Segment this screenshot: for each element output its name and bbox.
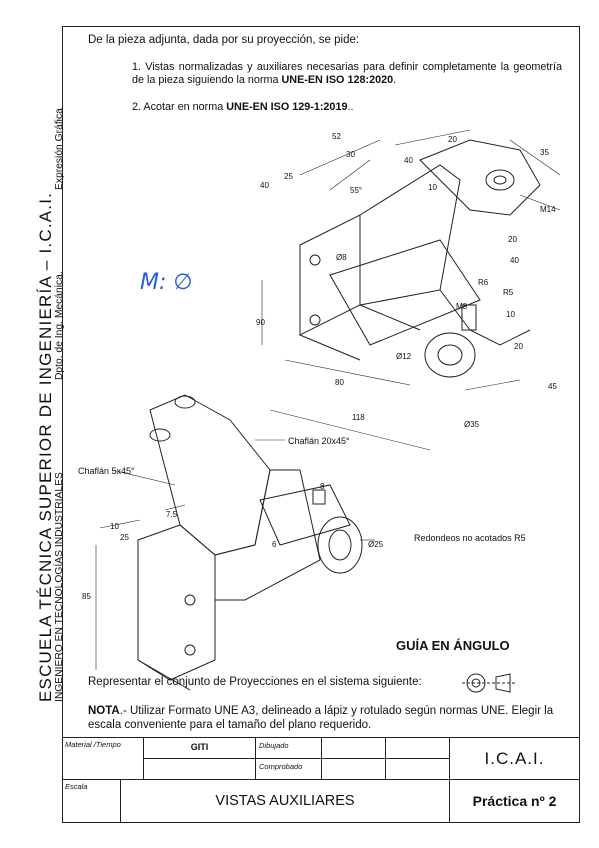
drawing-title: VISTAS AUXILIARES <box>215 793 355 809</box>
material-label: Material /Tiempo <box>65 740 121 749</box>
represent-text: Representar el conjunto de Proyecciones … <box>88 676 422 688</box>
dimension-label: 20 <box>514 342 523 351</box>
dimension-label: 40 <box>510 256 519 265</box>
title-block: Material /Tiempo GITI Dibujado Comprobad… <box>62 737 580 823</box>
escala-cell: Escala <box>62 779 121 823</box>
chaflan-5-label: Chaflán 5x45° <box>78 466 135 476</box>
chaflan-20-label: Chaflán 20x45° <box>288 436 350 446</box>
dimension-label: Ø12 <box>396 352 412 361</box>
practica-cell: Práctica nº 2 <box>449 779 580 823</box>
handwritten-scale-note: M: ∅ <box>140 270 193 295</box>
material-cell: Material /Tiempo <box>62 737 144 780</box>
dimension-label: 52 <box>332 132 341 141</box>
task-item-2-text: 2. Acotar en norma <box>132 101 227 113</box>
dimension-label: 30 <box>346 150 355 159</box>
dimension-label: 10 <box>506 310 515 319</box>
dimension-label: 25 <box>284 172 293 181</box>
material-value: GITI <box>190 742 209 752</box>
dimension-label: 10 <box>110 522 119 531</box>
dimension-label: 8 <box>320 482 325 491</box>
dimension-label: 55° <box>350 186 363 195</box>
dimension-label: 10 <box>428 183 437 192</box>
blank-cell <box>385 758 450 780</box>
task-item-1-end: . <box>393 74 397 86</box>
org-name: I.C.A.I. <box>484 749 545 768</box>
lower-dimensions <box>95 439 375 670</box>
dimension-label: 20 <box>448 135 457 144</box>
dibujado-cell: Dibujado <box>255 737 322 759</box>
blank-cell <box>385 737 450 759</box>
lower-piece-outline <box>137 394 363 691</box>
org-cell: I.C.A.I. <box>449 737 580 780</box>
comprobado-label: Comprobado <box>259 762 303 771</box>
dimension-label: Ø25 <box>368 540 384 549</box>
upper-dimensions <box>261 129 561 451</box>
dimension-label: M14 <box>540 205 556 214</box>
upper-piece-outline <box>299 139 541 378</box>
material-value-cell: GITI <box>143 737 256 759</box>
dimension-label: 45 <box>548 382 557 391</box>
guide-title: GUÍA EN ÁNGULO <box>396 638 510 653</box>
task-item-1-text: 1. Vistas normalizadas y auxiliares nece… <box>132 61 562 86</box>
intro-text: De la pieza adjunta, dada por su proyecc… <box>88 34 360 46</box>
dimension-label: 118 <box>352 413 365 422</box>
practica-label: Práctica nº 2 <box>472 793 557 809</box>
dimension-label: 90 <box>256 318 265 327</box>
comprobado-cell: Comprobado <box>255 758 322 780</box>
escala-label: Escala <box>65 782 88 791</box>
dimension-label: 80 <box>335 378 344 387</box>
task-item-2-norm: UNE-EN ISO 129-1:2019 <box>226 101 348 113</box>
blank-cell <box>321 737 386 759</box>
dibujado-label: Dibujado <box>259 741 289 750</box>
dimension-label: 35 <box>540 148 549 157</box>
task-item-2: 2. Acotar en norma UNE-EN ISO 129-1:2019… <box>132 101 353 114</box>
note-text: NOTA.- Utilizar Formato UNE A3, delinead… <box>88 704 558 732</box>
dimension-label: 6 <box>272 540 277 549</box>
dimension-label: 20 <box>508 235 517 244</box>
dimension-label: 40 <box>260 181 269 190</box>
dimension-label: 85 <box>82 592 91 601</box>
note-body: .- Utilizar Formato UNE A3, delineado a … <box>88 705 554 731</box>
dimension-label: 40 <box>404 156 413 165</box>
dimension-label: 25 <box>120 533 129 542</box>
dimension-label: Ø35 <box>464 420 480 429</box>
task-item-1-norm: UNE-EN ISO 128:2020 <box>281 74 394 86</box>
dimension-label: R5 <box>503 288 514 297</box>
dimension-label: R6 <box>478 278 489 287</box>
blank-cell <box>143 758 256 780</box>
task-item-2-end: .. <box>347 101 354 113</box>
blank-cell <box>321 758 386 780</box>
projection-symbol <box>462 673 516 693</box>
task-item-1: 1. Vistas normalizadas y auxiliares nece… <box>132 61 562 87</box>
redondeos-label: Redondeos no acotados R5 <box>414 533 526 543</box>
dimension-label: Ø8 <box>336 253 347 262</box>
dimension-label: 7.5 <box>166 510 178 519</box>
note-label: NOTA <box>88 705 120 717</box>
dimension-label: M8 <box>456 302 468 311</box>
title-cell: VISTAS AUXILIARES <box>120 779 450 823</box>
